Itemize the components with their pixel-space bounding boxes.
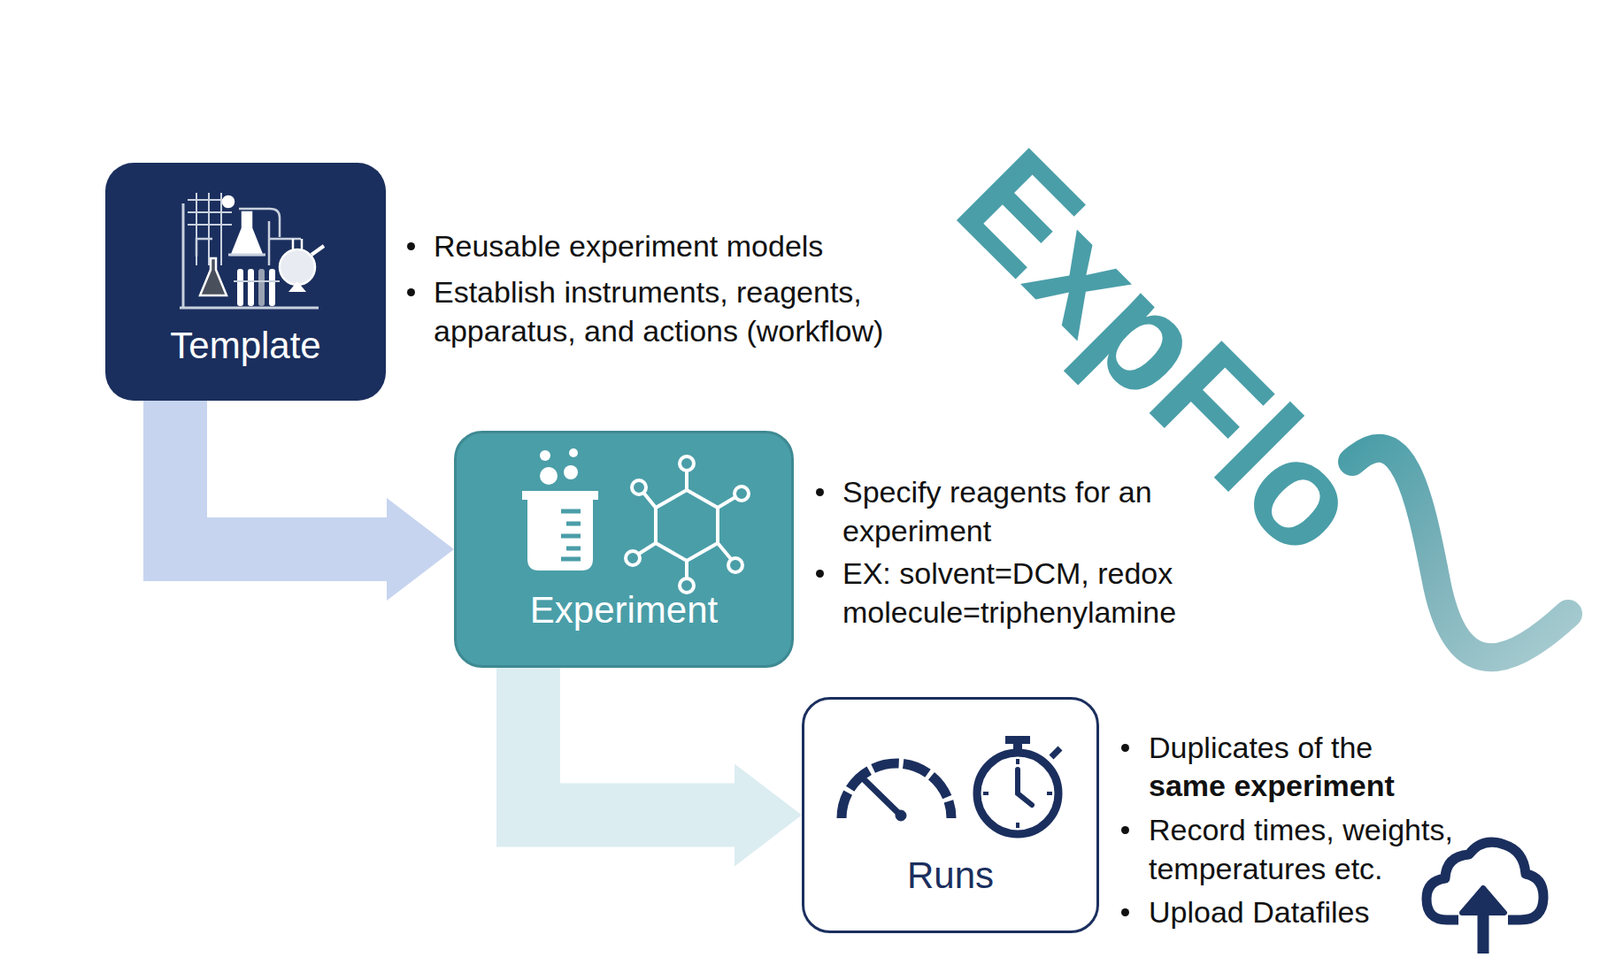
bullet-text: Upload Datafiles xyxy=(1148,892,1415,932)
bullet-text: Establish instruments, reagents, apparat… xyxy=(433,272,930,351)
beaker-icon xyxy=(522,448,599,571)
bullet-dot xyxy=(815,569,824,578)
bullet-dot xyxy=(407,288,416,297)
bullet-dot xyxy=(1121,826,1130,835)
node-label: Runs xyxy=(907,854,994,898)
lab-glassware-icon xyxy=(179,192,324,308)
logo-wave xyxy=(1352,448,1569,658)
bullet-dot xyxy=(1121,744,1130,753)
bullet-text: same experiment xyxy=(1148,766,1521,806)
bullet-dot xyxy=(407,242,416,251)
bullet-text: Reusable experiment models xyxy=(433,226,930,266)
bent-arrow xyxy=(496,668,802,868)
bent-arrow xyxy=(143,400,454,601)
logo-watermark: ExpFlo xyxy=(932,123,1390,581)
bullet-text: Duplicates of the xyxy=(1148,728,1521,768)
gauge-icon xyxy=(841,763,952,822)
cloud-upload-icon xyxy=(1426,842,1544,954)
bullet-text: Specify reagents for an experiment xyxy=(842,472,1224,551)
molecule-icon xyxy=(625,456,749,593)
runs-box: Runs xyxy=(801,697,1100,934)
bullet-text: EX: solvent=DCM, redox molecule=tripheny… xyxy=(842,553,1232,632)
bullet-text: Record times, weights, temperatures etc. xyxy=(1148,810,1512,889)
template-box: Template xyxy=(105,162,386,401)
experiment-box: Experiment xyxy=(453,430,794,669)
bullet-dot xyxy=(1121,908,1130,917)
bullet-dot xyxy=(815,488,824,497)
node-label: Template xyxy=(169,324,321,368)
node-label: Experiment xyxy=(530,589,718,632)
stopwatch-icon xyxy=(976,736,1061,835)
